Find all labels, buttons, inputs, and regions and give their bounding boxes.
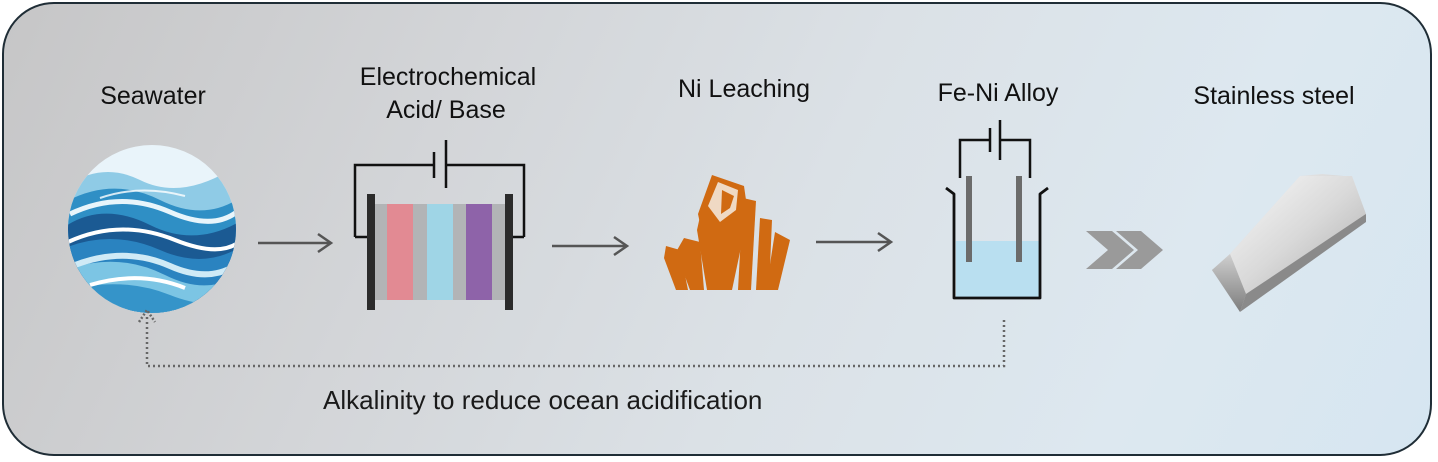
- process-arrow-2: [552, 235, 630, 257]
- double-chevron-icon: [1086, 231, 1163, 269]
- crystal-icon: [664, 175, 790, 290]
- label-fe-ni-alloy: Fe-Ni Alloy: [937, 79, 1059, 107]
- process-arrow-3: [816, 231, 894, 253]
- steel-ingot-icon: [1212, 174, 1366, 312]
- label-electrochemical: Electrochemical: [359, 63, 537, 91]
- label-acid-base: Acid/ Base: [386, 96, 506, 124]
- feedback-caption: Alkalinity to reduce ocean acidification: [323, 385, 763, 415]
- seawater-waves-icon: [68, 145, 236, 313]
- electrolysis-cell-icon: [353, 140, 526, 310]
- process-arrow-1: [258, 232, 334, 254]
- label-ni-leaching: Ni Leaching: [677, 75, 811, 103]
- electrolysis-beaker-icon: [945, 120, 1049, 300]
- label-seawater: Seawater: [100, 82, 206, 110]
- label-stainless-steel: Stainless steel: [1193, 82, 1355, 110]
- feedback-arrow: [137, 307, 1006, 368]
